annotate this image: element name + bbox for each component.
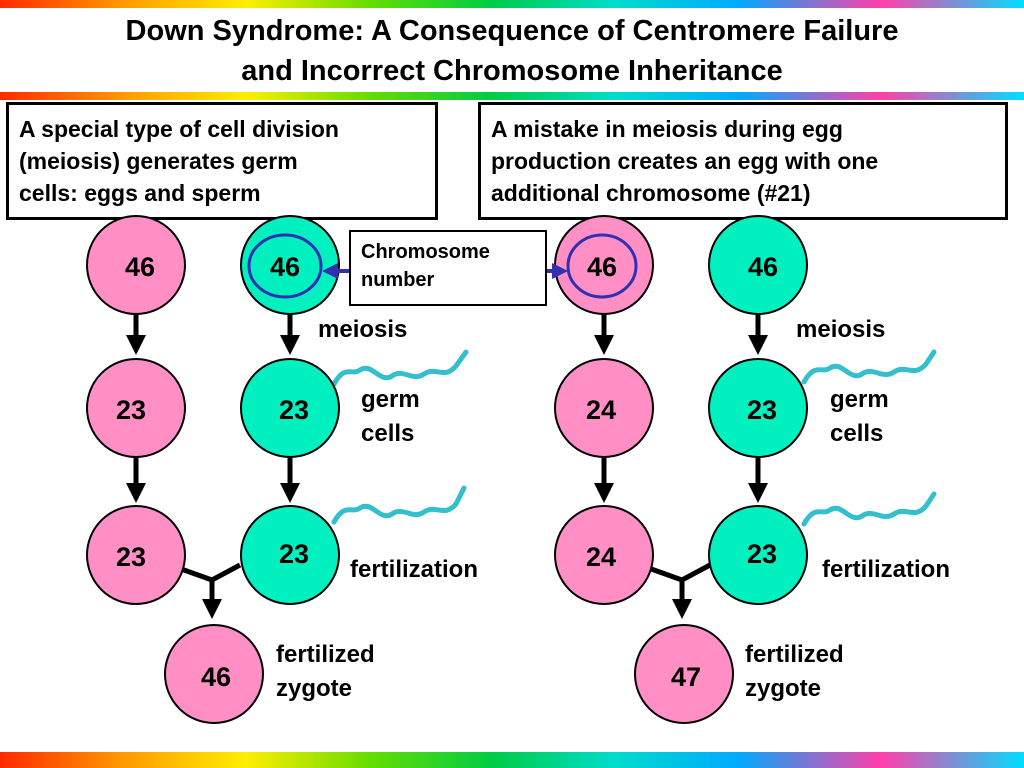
rainbow-bar-top — [0, 0, 1024, 8]
chromosome-count: 23 — [279, 539, 309, 569]
cell-right-sperm-germ: 23 — [708, 358, 808, 458]
germ-cells-label-left: germ cells — [361, 383, 420, 451]
right-box-line: A mistake in meiosis during egg — [491, 116, 843, 142]
label-line: cells — [830, 420, 884, 447]
legend-line: number — [361, 269, 435, 291]
sperm-tail-squiggle-right-upper — [801, 349, 937, 385]
zygote-label-right: fertilized zygote — [745, 638, 844, 706]
chromosome-count: 23 — [116, 542, 146, 572]
label-line: germ — [830, 386, 889, 413]
cell-left-egg-germ: 23 — [86, 358, 186, 458]
chromosome-count: 23 — [279, 395, 309, 425]
fertilization-label-right: fertilization — [822, 556, 951, 583]
cell-left-egg-parent: 46 — [86, 215, 186, 315]
cell-right-sperm-parent: 46 — [708, 215, 808, 315]
highlight-ring-left — [247, 233, 323, 299]
legend-line: Chromosome — [361, 241, 490, 263]
label-line: fertilized — [276, 641, 375, 668]
label-line: zygote — [745, 675, 822, 702]
chromosome-count: 24 — [586, 395, 616, 425]
page-title-line-1: Down Syndrome: A Consequence of Centrome… — [125, 15, 899, 47]
label-line: fertilized — [745, 641, 844, 668]
chromosome-count: 47 — [671, 662, 701, 692]
label-line: zygote — [276, 675, 353, 702]
chromosome-count: 46 — [270, 252, 300, 282]
left-box-line: (meiosis) generates germ — [19, 148, 298, 174]
chromosome-count: 46 — [125, 252, 155, 282]
fertilization-label-left: fertilization — [350, 556, 479, 583]
chromosome-count: 24 — [586, 542, 616, 572]
cell-right-zygote: 47 — [634, 624, 734, 724]
chromosome-count: 46 — [748, 252, 778, 282]
left-box-line: cells: eggs and sperm — [19, 180, 261, 206]
left-explanation-box: A special type of cell division (meiosis… — [6, 102, 438, 220]
right-explanation-box: A mistake in meiosis during egg producti… — [478, 102, 1008, 220]
sperm-tail-squiggle-left-lower — [331, 485, 467, 525]
meiosis-label-right: meiosis — [796, 316, 886, 343]
sperm-tail-squiggle-left-upper — [331, 349, 469, 387]
page-title-line-2: and Incorrect Chromosome Inheritance — [241, 55, 783, 87]
rainbow-bar-bottom — [0, 752, 1024, 768]
label-line: cells — [361, 420, 415, 447]
cell-left-sperm: 23 — [240, 505, 340, 605]
right-box-line: production creates an egg with one — [491, 148, 879, 174]
right-box-line: additional chromosome (#21) — [491, 180, 811, 206]
zygote-label-left: fertilized zygote — [276, 638, 375, 706]
rainbow-bar-middle — [0, 92, 1024, 100]
label-line: germ — [361, 386, 420, 413]
cell-left-egg: 23 — [86, 505, 186, 605]
chromosome-number-legend: Chromosome number — [349, 230, 547, 306]
chromosome-count: 46 — [201, 662, 231, 692]
germ-cells-label-right: germ cells — [830, 383, 889, 451]
highlight-ring-right — [566, 233, 638, 299]
cell-right-egg-germ: 24 — [554, 358, 654, 458]
chromosome-count: 23 — [747, 539, 777, 569]
cell-left-sperm-parent: 46 — [240, 215, 340, 315]
left-box-line: A special type of cell division — [19, 116, 339, 142]
cell-left-zygote: 46 — [164, 624, 264, 724]
chromosome-count: 23 — [747, 395, 777, 425]
cell-left-sperm-germ: 23 — [240, 358, 340, 458]
sperm-tail-squiggle-right-lower — [801, 491, 937, 527]
chromosome-count: 46 — [587, 252, 617, 282]
cell-right-egg-parent: 46 — [554, 215, 654, 315]
cell-right-egg: 24 — [554, 505, 654, 605]
meiosis-label-left: meiosis — [318, 316, 408, 343]
chromosome-count: 23 — [116, 395, 146, 425]
cell-right-sperm: 23 — [708, 505, 808, 605]
